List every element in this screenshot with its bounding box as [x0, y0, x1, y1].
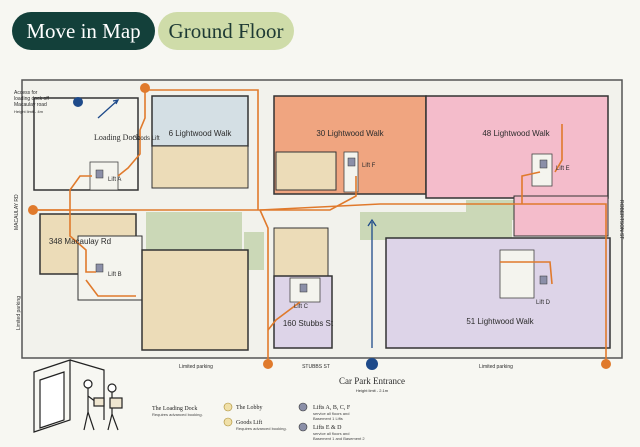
- lift-icons: [95, 157, 548, 293]
- lift-c-icon: [299, 283, 308, 293]
- direction-arrows: [97, 99, 377, 348]
- walker-icon: [28, 205, 38, 215]
- loading-access-note: Access for loading dock off Macaulay roa…: [14, 90, 50, 114]
- building-6-lightwood[interactable]: [151, 95, 249, 147]
- lift-b-icon: [95, 263, 104, 273]
- parking-bottom-center: Limited parking: [179, 364, 213, 370]
- parking-left: Limited parking: [16, 296, 22, 330]
- legend-lifts-ed: Lifts E & D: [313, 424, 342, 431]
- svg-text:Requires advanced booking.: Requires advanced booking.: [152, 412, 203, 417]
- label-51-lightwood: 51 Lightwood Walk: [466, 317, 534, 326]
- label-goods-lift: Goods Lift: [132, 136, 160, 142]
- svg-text:service all floors and: service all floors and: [313, 431, 349, 436]
- car-park-entrance-title: Car Park Entrance: [339, 376, 405, 386]
- lobby-icon: [223, 402, 233, 412]
- label-lift-d: Lift D: [536, 300, 551, 306]
- label-348-macaulay: 348 Macaulay Rd: [49, 237, 111, 246]
- car-park-entrance-height: Height limit - 2.1m: [356, 388, 389, 393]
- lift-b-core: [77, 235, 143, 301]
- legend: The Loading Dock Requires advanced booki…: [152, 402, 365, 441]
- building-south-block: [141, 249, 249, 351]
- label-160-stubbs: 160 Stubbs St: [283, 319, 334, 328]
- svg-text:Access for: Access for: [14, 90, 38, 96]
- svg-text:Basement 1 Lifts: Basement 1 Lifts: [313, 416, 343, 421]
- label-48-lightwood: 48 Lightwood Walk: [482, 129, 550, 138]
- legend-lobby: The Lobby: [236, 405, 263, 411]
- car-icon: [366, 358, 378, 370]
- walking-routes: [30, 89, 607, 362]
- lift-a-icon: [95, 169, 104, 179]
- floor-selector-pill[interactable]: Ground Floor: [158, 12, 294, 50]
- lifts-abcf-icon: [298, 402, 308, 412]
- legend-goods-lift: Goods Lift: [236, 419, 262, 426]
- label-30-lightwood: 30 Lightwood Walk: [316, 129, 384, 138]
- walker-icon: [601, 359, 611, 369]
- label-6-lightwood: 6 Lightwood Walk: [169, 129, 233, 138]
- lift-f-icon: [347, 157, 356, 167]
- building-48-lightwood-wing: [513, 195, 609, 237]
- walker-icon: [263, 359, 273, 369]
- label-lift-a: Lift A: [108, 177, 121, 183]
- street-macaulay: MACAULAY RD: [14, 194, 20, 230]
- parking-bottom-right: Limited parking: [479, 364, 513, 370]
- lift-e-icon: [539, 159, 548, 169]
- goods-lift-icon: [223, 417, 233, 427]
- walker-icon: [140, 83, 150, 93]
- street-stubbs: STUBBS ST: [302, 364, 330, 370]
- label-lift-e: Lift E: [556, 166, 570, 172]
- label-lift-f: Lift F: [362, 163, 376, 169]
- building-48-lightwood[interactable]: [425, 95, 609, 199]
- building-30-lower: [275, 151, 337, 191]
- lift-d-icon: [539, 275, 548, 285]
- building-51-lightwood[interactable]: [385, 237, 611, 349]
- legend-lifts-abcf: Lifts A, B, C, F: [313, 404, 351, 411]
- legend-loading-dock: The Loading Dock: [152, 406, 197, 412]
- map-title: Move in Map: [26, 18, 141, 43]
- label-lift-b: Lift B: [108, 272, 122, 278]
- label-loading-dock: Loading Dock: [94, 133, 140, 142]
- svg-text:service all floors and: service all floors and: [313, 411, 349, 416]
- entrance-markers: [28, 83, 611, 370]
- svg-text:Requires advanced booking.: Requires advanced booking.: [236, 426, 287, 431]
- svg-text:Basement 1 and Basement 2: Basement 1 and Basement 2: [313, 436, 365, 441]
- svg-text:Macaulay road: Macaulay road: [14, 102, 47, 108]
- loading-dock-illustration: [33, 359, 123, 433]
- street-robertson: ROBERTSON ST: [618, 200, 624, 239]
- building-6-lightwood-lower: [151, 145, 249, 189]
- svg-text:Height limit - 4m: Height limit - 4m: [14, 109, 44, 114]
- floor-label: Ground Floor: [168, 18, 284, 43]
- label-lift-c: Lift C: [294, 304, 309, 310]
- map-title-pill: Move in Map: [12, 12, 155, 50]
- truck-icon: [73, 97, 83, 107]
- svg-text:loading dock off: loading dock off: [14, 96, 50, 102]
- lifts-ed-icon: [298, 422, 308, 432]
